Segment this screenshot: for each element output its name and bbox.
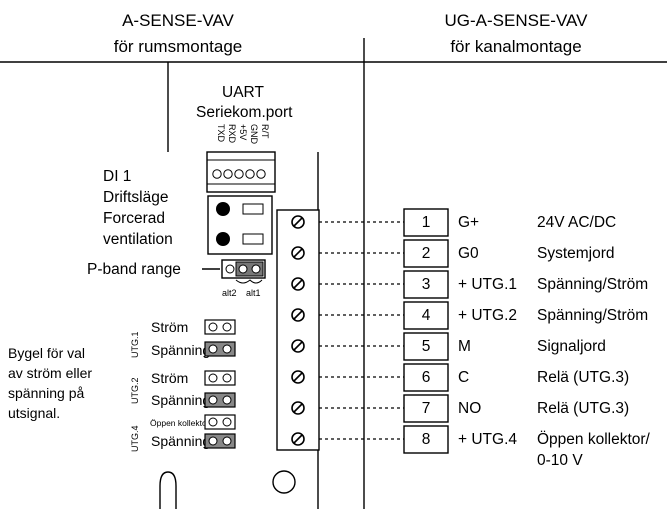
terminal-desc-3: Spänning/Ström <box>537 276 648 293</box>
terminal-screw-4 <box>291 308 305 322</box>
jumper-note-line-4: utsignal. <box>8 405 60 421</box>
terminal-signal-6: C <box>458 369 469 386</box>
terminal-desc-5: Signaljord <box>537 338 606 355</box>
uart-subtitle: Seriekom.port <box>196 104 293 121</box>
jumper-blocks <box>204 319 236 449</box>
right-title: UG-A-SENSE-VAV <box>445 11 589 30</box>
utg1-group-label: UTG.1 <box>130 331 140 358</box>
jumper-pin-pair-1 <box>204 319 236 335</box>
terminal-signal-2: G0 <box>458 245 479 262</box>
uart-pin-rxd: RXD <box>227 124 237 144</box>
terminal-screw-8 <box>291 432 305 446</box>
uart-pin-5v: +5V <box>238 124 248 140</box>
terminal-signal-4: + UTG.2 <box>458 307 517 324</box>
terminal-block <box>276 209 320 451</box>
di1-label: DI 1 <box>103 168 131 185</box>
left-subtitle: för rumsmontage <box>114 37 243 56</box>
terminal-number-1: 1 <box>422 214 431 231</box>
terminal-desc-8: Öppen kollektor/ <box>537 430 651 448</box>
terminal-number-4: 4 <box>422 307 431 324</box>
utg4-spanning-label: Spänning <box>151 433 210 449</box>
terminal-screw-2 <box>291 246 305 260</box>
terminal-screw-1 <box>291 215 305 229</box>
di1-switch <box>207 195 273 255</box>
terminal-screw-6 <box>291 370 305 384</box>
utg2-spanning-label: Spänning <box>151 392 210 408</box>
jumper-pin-pair-6 <box>204 433 236 449</box>
terminal-box-2 <box>403 239 449 268</box>
utg4-oppen-kollektor-label: Öppen kollektor <box>150 418 210 428</box>
jumper-note-line-1: Bygel för val <box>8 345 85 361</box>
di1-driftslage: Driftsläge <box>103 189 168 206</box>
terminal-box-5 <box>403 332 449 361</box>
uart-pin-rt: R/T <box>260 124 270 139</box>
terminal-desc-4: Spänning/Ström <box>537 307 648 324</box>
left-title: A-SENSE-VAV <box>122 11 234 30</box>
uart-pin-txd: TXD <box>216 124 226 143</box>
uart-connector <box>206 151 276 193</box>
utg1-strom-label: Ström <box>151 319 188 335</box>
jumper-pin-pair-4 <box>204 392 236 408</box>
terminal-screw-3 <box>291 277 305 291</box>
terminal-number-7: 7 <box>422 400 431 417</box>
terminal-signal-5: M <box>458 338 471 355</box>
terminal-screw-5 <box>291 339 305 353</box>
terminal-signal-8: + UTG.4 <box>458 431 517 448</box>
pband-label: P-band range <box>87 261 181 278</box>
terminal-number-8: 8 <box>422 431 431 448</box>
di1-ventilation: ventilation <box>103 231 173 248</box>
terminal-box-4 <box>403 301 449 330</box>
pband-alt2: alt2 <box>222 288 237 298</box>
terminal-number-3: 3 <box>422 276 431 293</box>
board-cutout <box>159 471 177 509</box>
uart-title: UART <box>222 84 264 101</box>
di1-forcerad: Forcerad <box>103 210 165 227</box>
terminal-signal-7: NO <box>458 400 481 417</box>
terminal-leads <box>319 221 404 440</box>
terminal-number-6: 6 <box>422 369 431 386</box>
pband-alt1: alt1 <box>246 288 261 298</box>
board-outline <box>167 62 319 509</box>
mounting-hole <box>272 470 296 494</box>
terminal-box-6 <box>403 363 449 392</box>
terminal-desc-1: 24V AC/DC <box>537 214 616 231</box>
terminal-desc2-8: 0-10 V <box>537 452 583 469</box>
terminal-number-5: 5 <box>422 338 431 355</box>
jumper-pin-pair-2 <box>204 341 236 357</box>
pband-jumper <box>221 259 266 284</box>
terminal-desc-6: Relä (UTG.3) <box>537 369 629 386</box>
uart-pin-labels: TXD RXD +5V GND R/T <box>216 124 270 145</box>
terminal-signal-1: G+ <box>458 214 479 231</box>
jumper-note-line-2: av ström eller <box>8 365 92 381</box>
terminal-number-2: 2 <box>422 245 431 262</box>
terminal-signal-3: + UTG.1 <box>458 276 517 293</box>
terminal-desc-2: Systemjord <box>537 245 615 262</box>
terminal-desc-7: Relä (UTG.3) <box>537 400 629 417</box>
jumper-note-line-3: spänning på <box>8 385 85 401</box>
terminal-box-1 <box>403 208 449 237</box>
terminal-screw-7 <box>291 401 305 415</box>
utg2-group-label: UTG.2 <box>130 377 140 404</box>
utg1-spanning-label: Spänning <box>151 342 210 358</box>
utg4-group-label: UTG.4 <box>130 425 140 452</box>
uart-pin-gnd: GND <box>249 124 259 145</box>
jumper-pin-pair-3 <box>204 370 236 386</box>
terminal-box-8 <box>403 425 449 454</box>
terminal-box-7 <box>403 394 449 423</box>
jumper-pin-pair-5 <box>204 414 236 430</box>
utg2-strom-label: Ström <box>151 370 188 386</box>
terminal-box-3 <box>403 270 449 299</box>
right-subtitle: för kanalmontage <box>450 37 581 56</box>
